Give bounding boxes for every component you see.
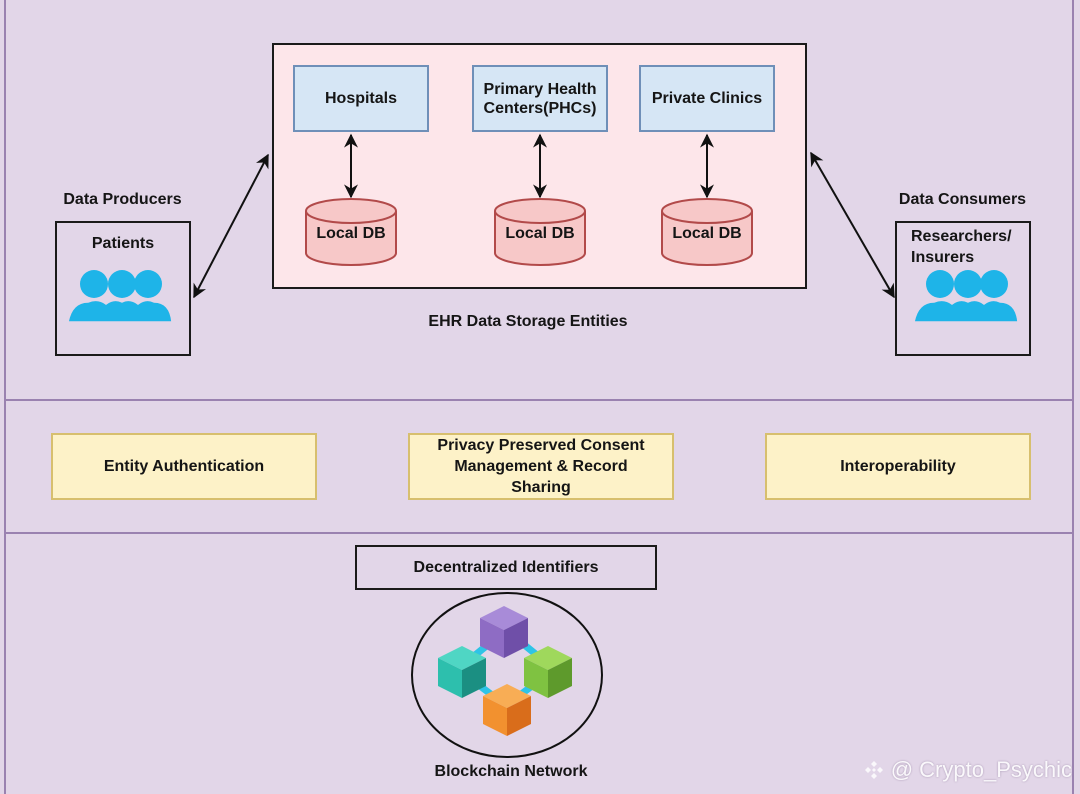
provider-label: Private Clinics: [651, 90, 763, 107]
provider-box-phcs: Primary Health Centers(PHCs): [472, 65, 608, 132]
ehr-consumers-arrow: [810, 151, 895, 299]
decentralized-identifiers-box: Decentralized Identifiers: [355, 545, 657, 590]
section-divider-bottom: [4, 532, 1074, 534]
feature-label-line3: Sharing: [511, 479, 571, 496]
patients-label: Patients: [91, 235, 155, 252]
local-db-label: Local DB: [672, 225, 742, 242]
feature-label: Entity Authentication: [103, 458, 265, 475]
watermark: @ Crypto_Psychic: [863, 757, 1072, 783]
did-label: Decentralized Identifiers: [413, 558, 599, 576]
feature-entity-authentication: Entity Authentication: [51, 433, 317, 500]
provider-label-line1: Primary Health: [483, 80, 597, 98]
database-icon: [661, 198, 753, 266]
section-divider-top: [4, 399, 1074, 401]
patients-ehr-arrow: [193, 153, 269, 299]
patients-box: [55, 221, 191, 356]
producers-heading: Data Producers: [63, 191, 182, 208]
feature-label: Interoperability: [840, 458, 956, 475]
blockchain-network-label: Blockchain Network: [434, 763, 588, 780]
provider-box-private-clinics: Private Clinics: [639, 65, 775, 132]
feature-consent-management: Privacy Preserved Consent Management & R…: [408, 433, 674, 500]
watermark-text: @ Crypto_Psychic: [890, 757, 1072, 782]
feature-interoperability: Interoperability: [765, 433, 1031, 500]
feature-label-line2: Management & Record: [454, 458, 628, 475]
local-db-label: Local DB: [505, 225, 575, 242]
feature-label-line1: Privacy Preserved Consent: [437, 437, 645, 454]
consumers-label-line2: Insurers: [911, 249, 975, 266]
provider-box-hospitals: Hospitals: [293, 65, 429, 132]
blockchain-cubes-icon: [438, 606, 572, 736]
blockchain-network-circle: [411, 592, 603, 758]
people-group-icon: [67, 270, 173, 323]
researchers-insurers-label: Researchers/ Insurers: [911, 226, 1012, 268]
provider-label: Hospitals: [324, 90, 397, 107]
binance-logo-icon: [864, 761, 883, 779]
local-db-label: Local DB: [316, 225, 386, 242]
researchers-insurers-box: [895, 221, 1031, 356]
database-icon: [494, 198, 586, 266]
diagram-frame: [4, 0, 1074, 794]
provider-label-line2: Centers(PHCs): [483, 99, 597, 117]
consumers-label-line1: Researchers/: [911, 228, 1012, 245]
ehr-caption: EHR Data Storage Entities: [428, 313, 628, 330]
people-group-icon: [913, 270, 1019, 323]
database-icon: [305, 198, 397, 266]
consumers-heading: Data Consumers: [898, 191, 1027, 208]
